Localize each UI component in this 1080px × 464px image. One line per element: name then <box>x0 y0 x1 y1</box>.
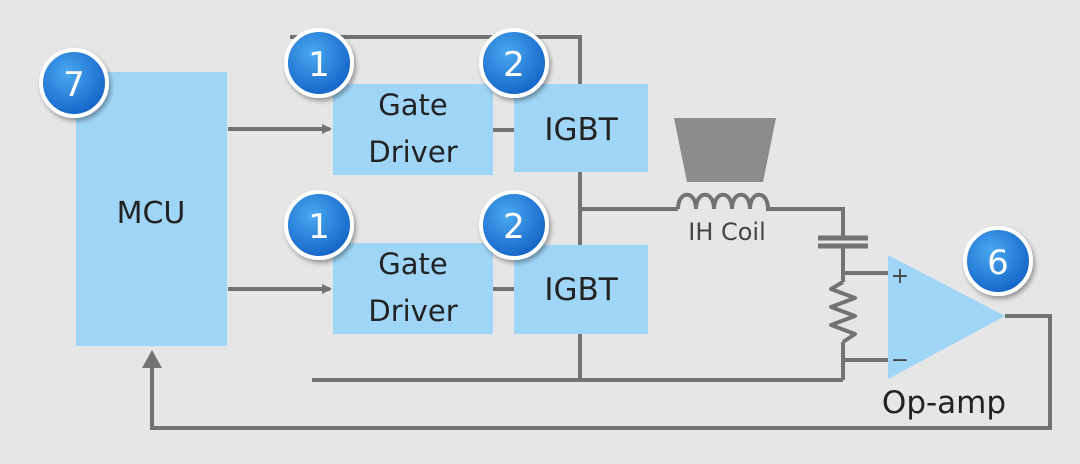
opamp-plus-label: + <box>891 264 909 289</box>
opamp-triangle <box>888 255 1005 379</box>
badge-opamp-number: 6 <box>987 243 1009 283</box>
gate-driver-top-line2: Driver <box>368 135 457 169</box>
wires <box>150 35 1052 430</box>
feedback-arrowhead <box>142 350 162 368</box>
igbt-bottom-label: IGBT <box>544 272 618 308</box>
badge-gate-driver-bottom <box>284 190 354 260</box>
gate-driver-bottom-line1: Gate <box>378 247 447 281</box>
coil-label: IH Coil <box>688 218 766 246</box>
mcu-block <box>76 72 227 346</box>
igbt-bottom-block <box>514 245 648 334</box>
coil-right-wire <box>772 207 845 238</box>
opamp-label: Op-amp <box>882 385 1006 421</box>
badge-gate-driver-bottom-number: 1 <box>308 207 330 247</box>
opamp-minus-label: − <box>891 348 909 373</box>
heater-pot-icon <box>674 118 776 182</box>
feedback-wire <box>150 314 1052 430</box>
resistor-icon <box>829 280 857 344</box>
badge-gate-driver-top <box>284 28 354 98</box>
badge-igbt-top-number: 2 <box>503 45 525 85</box>
top-rail-wire <box>290 35 582 84</box>
badge-opamp <box>963 226 1033 296</box>
badge-mcu-number: 7 <box>63 65 85 105</box>
gate-driver-top-block <box>333 84 493 175</box>
badge-mcu <box>39 48 109 118</box>
ih-coil-icon <box>676 192 772 211</box>
badge-igbt-bottom <box>479 190 549 260</box>
gate-driver-bottom-block <box>333 243 493 334</box>
badge-igbt-bottom-number: 2 <box>503 207 525 247</box>
gate-driver-bottom-line2: Driver <box>368 294 457 328</box>
capacitor-icon <box>818 235 868 249</box>
igbt-top-label: IGBT <box>544 112 618 148</box>
mcu-label: MCU <box>117 196 186 231</box>
badge-igbt-top <box>479 28 549 98</box>
arrows <box>228 124 332 294</box>
badge-gate-driver-top-number: 1 <box>308 45 330 85</box>
gate-driver-top-line1: Gate <box>378 88 447 122</box>
igbt-top-block <box>514 84 648 172</box>
